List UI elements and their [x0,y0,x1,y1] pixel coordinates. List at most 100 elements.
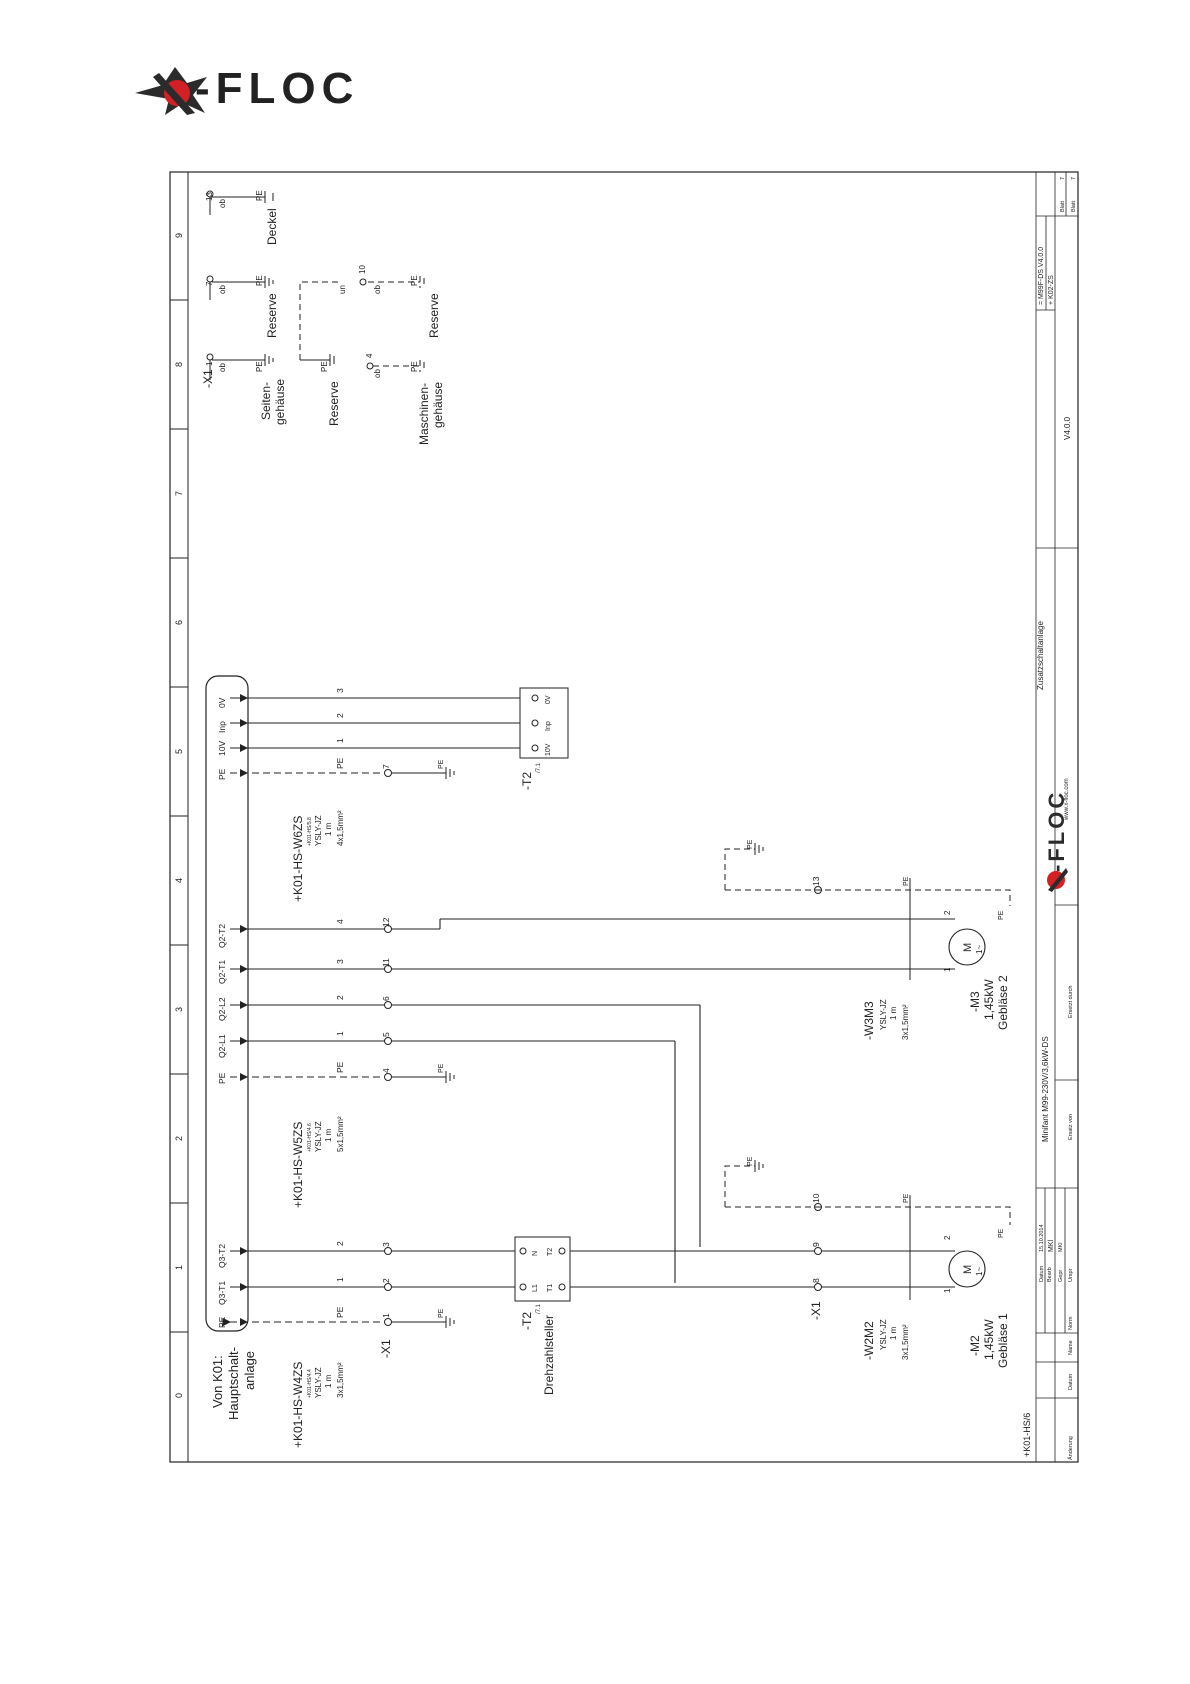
svg-text:10V: 10V [217,741,227,756]
column-0: 0 [174,1393,184,1398]
svg-text:Reserve: Reserve [265,293,279,338]
svg-text:+K01-HS-W5ZS: +K01-HS-W5ZS [291,1122,305,1208]
svg-text:1 m: 1 m [324,1374,333,1388]
svg-text:ob: ob [218,363,227,372]
column-9: 9 [174,233,184,238]
svg-text:-M3: -M3 [968,991,982,1012]
svg-text:PE: PE [335,1061,345,1073]
motor-pe-wiring [724,848,1011,1225]
svg-text:Zusatzschaltanlage: Zusatzschaltanlage [1036,621,1045,690]
svg-text:8: 8 [811,1278,821,1283]
svg-text:3x1,5mm²: 3x1,5mm² [901,1004,910,1040]
svg-text:www.x-floc.com: www.x-floc.com [1064,778,1070,821]
control-box [519,687,569,759]
svg-text:-W3M3: -W3M3 [862,1001,876,1040]
svg-text:Blatt: Blatt [1060,201,1066,212]
svg-text:PE: PE [320,361,329,372]
column-2: 2 [174,1136,184,1141]
svg-text:Reserve: Reserve [327,381,341,426]
svg-text:M: M [962,943,974,952]
motor-m2: M 1~ 1 2 -M2 1,45kW Gebläse 1 [940,1235,1010,1368]
svg-text:4: 4 [365,353,374,358]
control-box-pins [531,694,539,752]
svg-text:7: 7 [381,764,391,769]
svg-text:Q2-T1: Q2-T1 [217,960,227,984]
cable-w6-label: +K01-HS-W6ZS +K01-HS/5.8 YSLY-JZ 1 m 4x1… [291,810,345,902]
motor-pe-labels: PE PE PE PE PE PE [747,839,1005,1238]
svg-text:PE: PE [255,190,264,201]
svg-text:Blatt: Blatt [1071,201,1077,212]
column-6: 6 [174,620,184,625]
svg-text:ob: ob [218,199,227,208]
title-block [1035,172,1078,1462]
svg-text:1,45kW: 1,45kW [982,979,996,1020]
svg-text:1: 1 [943,1288,952,1293]
svg-text:-T2: -T2 [520,1312,534,1330]
svg-text:-W2M2: -W2M2 [862,1321,876,1360]
svg-text:10: 10 [358,265,367,274]
column-8: 8 [174,362,184,367]
svg-text:Ersetzt durch: Ersetzt durch [1068,986,1074,1018]
motor-pe-grounds [754,843,764,1172]
logo-text: -FLOC [195,64,359,113]
svg-text:V4.0.0: V4.0.0 [1063,416,1072,440]
svg-text:1: 1 [335,1277,345,1282]
x1-label-m2: -X1 [809,1301,823,1320]
svg-text:/7.1: /7.1 [536,1303,542,1314]
svg-text:1 m: 1 m [889,1326,898,1340]
svg-text:Q2-L2: Q2-L2 [217,997,227,1021]
svg-text:PE: PE [255,361,264,372]
x1-label-bottom: -X1 [379,1339,393,1358]
svg-text:PE: PE [438,759,445,769]
rotated-drawing: 0 1 2 3 4 5 6 7 8 9 Von K01: Hauptschalt… [174,172,1078,1462]
svg-text:+K01-HS-W6ZS: +K01-HS-W6ZS [291,816,305,902]
svg-text:Inp: Inp [217,721,227,733]
conductor-numbers: PE 1 2 PE 1 2 3 4 PE 1 2 3 [335,688,345,1318]
page-reference: +K01-HS/6 [1022,1413,1032,1457]
svg-text:PE: PE [438,1063,445,1073]
svg-text:PE: PE [217,1072,227,1084]
svg-text:Datum: Datum [1039,1265,1045,1282]
svg-text:Bearb: Bearb [1047,1267,1053,1282]
speed-controller-label: -T2 /7.1 Drehzahlsteller [520,1303,556,1395]
cable-w4-label: +K01-HS-W4ZS +K01-HS/4.4 YSLY-JZ 1 m 3x1… [291,1362,345,1448]
svg-text:7: 7 [1060,177,1066,180]
svg-text:2: 2 [335,713,345,718]
x1-terminal-numbers: 1 2 3 4 5 6 11 12 7 8 9 10 13 [381,764,821,1318]
wires [222,697,940,1327]
svg-text:15.10.2014: 15.10.2014 [1039,1224,1045,1252]
svg-text:Gepr: Gepr [1058,1270,1064,1282]
svg-text:1 m: 1 m [324,822,333,836]
svg-text:T1: T1 [547,1284,554,1292]
svg-text:3: 3 [381,1242,391,1247]
svg-text:3: 3 [335,688,345,693]
svg-text:11: 11 [381,958,391,967]
svg-text:-FLOC: -FLOC [1044,790,1069,872]
column-7: 7 [174,491,184,496]
svg-text:M: M [962,1265,974,1274]
svg-text:gehäuse: gehäuse [273,379,287,425]
svg-text:Q3-T1: Q3-T1 [217,1281,227,1305]
control-box-label: -T2 /7.1 [520,762,542,790]
svg-text:anlage: anlage [242,1351,257,1390]
svg-text:N: N [532,1251,539,1256]
svg-text:7: 7 [205,281,214,286]
svg-text:2: 2 [943,1235,952,1240]
svg-text:Reserve: Reserve [427,293,441,338]
source-connector-box [205,675,249,1332]
svg-text:YSLY-JZ: YSLY-JZ [314,1121,323,1152]
source-label: Von K01: Hauptschalt- anlage [210,1347,257,1420]
source-arrows [240,694,248,1326]
source-terminals: PE Q3-T1 Q3-T2 PE Q2-L1 Q2-L2 Q2-T1 Q2-T… [217,697,227,1328]
title-block-text: Datum 15.10.2014 Bearb MKl Gepr MKl Ursp… [1036,177,1077,1460]
column-4: 4 [174,878,184,883]
speed-controller-pin-labels: L1 N T1 T2 [532,1248,554,1292]
svg-text:PE: PE [335,1306,345,1318]
svg-text:MKl: MKl [1058,1243,1064,1252]
svg-text:1: 1 [381,1313,391,1318]
svg-text:+K01-HS/4.4: +K01-HS/4.4 [307,1369,313,1398]
svg-text:1: 1 [335,738,345,743]
svg-text:2: 2 [335,1241,345,1246]
column-1: 1 [174,1265,184,1270]
